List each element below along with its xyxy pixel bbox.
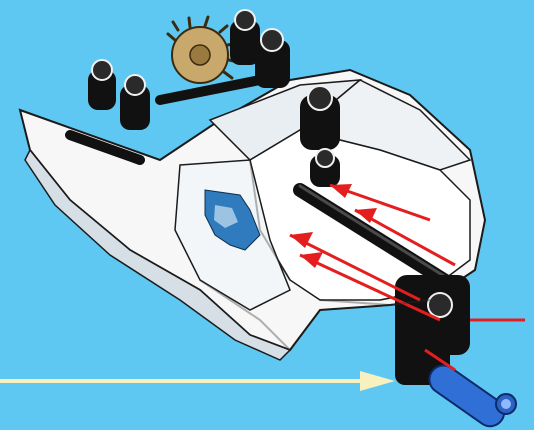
- tan-gear: [168, 17, 238, 83]
- blue-part: [424, 360, 516, 430]
- callout-arrow: [0, 371, 395, 391]
